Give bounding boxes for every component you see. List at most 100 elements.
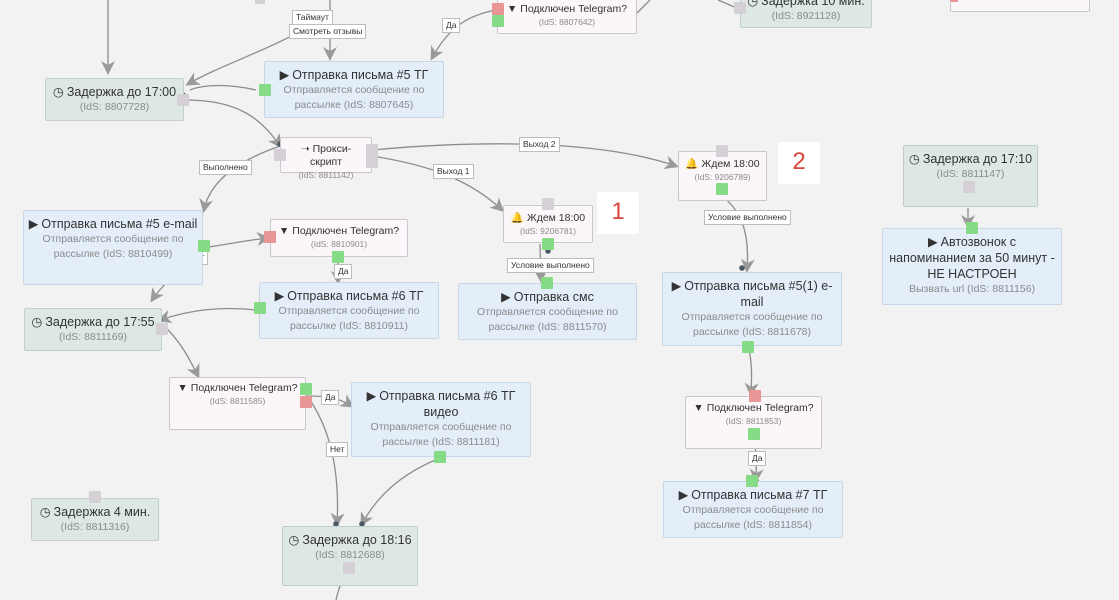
- port-out-no[interactable]: [950, 0, 958, 2]
- node-subtitle: Вызвать url (IdS: 8811156): [908, 283, 1036, 295]
- node-delay[interactable]: ◷Задержка до 18:16 (IdS: 8812688): [282, 526, 418, 586]
- node-delay[interactable]: ◷Задержка до 17:00 (IdS: 8807728): [45, 78, 184, 121]
- node-subtitle: (IdS: 8807642): [538, 17, 596, 27]
- node-title: Подключен Telegram?: [706, 402, 814, 414]
- node-filter-telegram[interactable]: ▼Подключен Telegram? (IdS: 8811585): [169, 377, 306, 430]
- port-out-no[interactable]: [264, 231, 276, 243]
- edge: [189, 84, 257, 91]
- port-out[interactable]: [156, 323, 168, 335]
- edge-label-done: Выполнено: [199, 160, 252, 175]
- node-title: Отправка письма #7 ТГ: [691, 488, 828, 502]
- edge-label-exit1: Выход 1: [433, 164, 474, 179]
- edge-dot: [359, 521, 365, 527]
- port-out[interactable]: [366, 144, 378, 168]
- edge-label-yes: Да: [748, 451, 767, 466]
- node-delay[interactable]: ◷Задержка 10 мин. (IdS: 8921128): [740, 0, 872, 28]
- port-out[interactable]: [254, 302, 266, 314]
- node-delay[interactable]: ◷Задержка 4 мин. (IdS: 8811316): [31, 498, 159, 541]
- node-title: Отправка письма #5(1) e-mail: [684, 279, 833, 309]
- port-in[interactable]: [963, 181, 975, 193]
- node-delay[interactable]: ◷Задержка до 17:55 (IdS: 8811169): [24, 308, 162, 351]
- port-out[interactable]: [742, 341, 754, 353]
- node-filter-telegram[interactable]: ▼Подключен Telegram? (IdS: 8807642): [497, 0, 637, 34]
- edge-label-reviews: Смотреть отзывы: [289, 24, 367, 39]
- port-in[interactable]: [716, 145, 728, 157]
- port-in[interactable]: [255, 0, 265, 4]
- marker-label: 1: [597, 192, 639, 234]
- edge-label-yes: Да: [321, 390, 340, 405]
- node-title: Автозвонок с напоминанием за 50 минут - …: [889, 235, 1055, 281]
- marker-label: 2: [778, 142, 820, 184]
- node-subtitle: (IdS: 8811853): [725, 416, 782, 426]
- port-in[interactable]: [749, 390, 761, 402]
- node-subtitle: Отправляется сообщение по рассылке (IdS:…: [283, 84, 425, 111]
- clock-icon: ◷: [52, 85, 64, 99]
- node-title: Задержка до 17:10: [922, 152, 1033, 166]
- node-autocall[interactable]: ▶Автозвонок с напоминанием за 50 минут -…: [882, 228, 1062, 305]
- node-title: Подключен Telegram?: [190, 382, 298, 394]
- port-in[interactable]: [542, 198, 554, 210]
- port-out-yes[interactable]: [332, 251, 344, 263]
- port-in[interactable]: [734, 2, 746, 14]
- edge: [635, 0, 651, 15]
- port-out[interactable]: [259, 84, 271, 96]
- port-out-no[interactable]: [492, 3, 504, 15]
- port-out[interactable]: [716, 183, 728, 195]
- node-title: Подключен Telegram?: [292, 225, 400, 237]
- node-title: Отправка письма #6 ТГ видео: [379, 389, 516, 419]
- node-subtitle: Отправляется сообщение по рассылке (IdS:…: [42, 233, 184, 260]
- port-in[interactable]: [966, 222, 978, 234]
- edge: [721, 195, 755, 273]
- node-send-email[interactable]: ▶Отправка письма #5 ТГ Отправляется сооб…: [264, 61, 444, 118]
- node-send-email[interactable]: ▶Отправка письма #6 ТГ Отправляется сооб…: [259, 282, 439, 339]
- node-send-email[interactable]: ▶Отправка письма #7 ТГ Отправляется сооб…: [663, 481, 843, 538]
- edge: [430, 9, 497, 61]
- port-out-yes[interactable]: [492, 15, 504, 27]
- filter-icon: ▼: [506, 3, 518, 15]
- node-wait[interactable]: 🔔Ждем 18:00 (IdS: 9206781): [503, 205, 593, 243]
- node-title: Задержка до 18:16: [302, 533, 412, 547]
- node-delay[interactable]: ◷Задержка до 17:10 (IdS: 8811147): [903, 145, 1038, 207]
- port-in[interactable]: [89, 491, 101, 503]
- filter-icon: ▼: [693, 402, 704, 414]
- node-partial[interactable]: [950, 0, 1090, 12]
- port-out[interactable]: [198, 240, 210, 252]
- port-out-yes[interactable]: [748, 428, 760, 440]
- play-icon: ▶: [678, 488, 689, 502]
- node-title: Отправка смс: [513, 290, 594, 304]
- port-out[interactable]: [434, 451, 446, 463]
- node-subtitle: Отправляется сообщение по рассылке (IdS:…: [477, 306, 618, 333]
- node-subtitle: (IdS: 8807728): [79, 101, 150, 113]
- clock-icon: ◷: [747, 0, 759, 8]
- node-subtitle: (IdS: 8811316): [60, 521, 130, 533]
- node-subtitle: Отправляется сообщение по рассылке (IdS:…: [681, 311, 823, 338]
- arrow-right-icon: ➝: [300, 143, 310, 155]
- edge-label-yes: Да: [334, 264, 353, 279]
- edge-label-condition: Условие выполнено: [704, 210, 791, 225]
- edge: [199, 145, 281, 213]
- node-proxy-script[interactable]: ➝Прокси-скрипт (IdS: 8811142): [280, 137, 372, 180]
- port-in[interactable]: [541, 277, 553, 289]
- port-out-no[interactable]: [300, 396, 312, 408]
- port-out[interactable]: [177, 94, 189, 106]
- node-send-email[interactable]: ▶Отправка письма #5(1) e-mail Отправляет…: [662, 272, 842, 346]
- node-filter-telegram[interactable]: ▼Подключен Telegram? (IdS: 8811853): [685, 396, 822, 449]
- port-in[interactable]: [746, 475, 758, 487]
- clock-icon: ◷: [39, 505, 51, 519]
- node-title: Отправка письма #5 ТГ: [292, 68, 429, 82]
- node-title: Задержка 4 мин.: [53, 505, 151, 519]
- port-in[interactable]: [274, 149, 286, 161]
- edge: [157, 307, 257, 324]
- play-icon: ▶: [501, 290, 511, 304]
- node-send-sms[interactable]: ▶Отправка смс Отправляется сообщение по …: [458, 283, 637, 340]
- bell-icon: 🔔: [510, 212, 524, 224]
- port-out[interactable]: [542, 238, 554, 250]
- play-icon: ▶: [279, 68, 290, 82]
- port-out-yes[interactable]: [300, 383, 312, 395]
- node-subtitle: Отправляется сообщение по рассылке (IdS:…: [682, 504, 824, 531]
- port-out[interactable]: [343, 562, 355, 574]
- node-send-email[interactable]: ▶Отправка письма #6 ТГ видео Отправляетс…: [351, 382, 531, 457]
- node-send-email[interactable]: ▶Отправка письма #5 e-mail Отправляется …: [23, 210, 203, 285]
- node-title: Прокси-скрипт: [309, 143, 352, 168]
